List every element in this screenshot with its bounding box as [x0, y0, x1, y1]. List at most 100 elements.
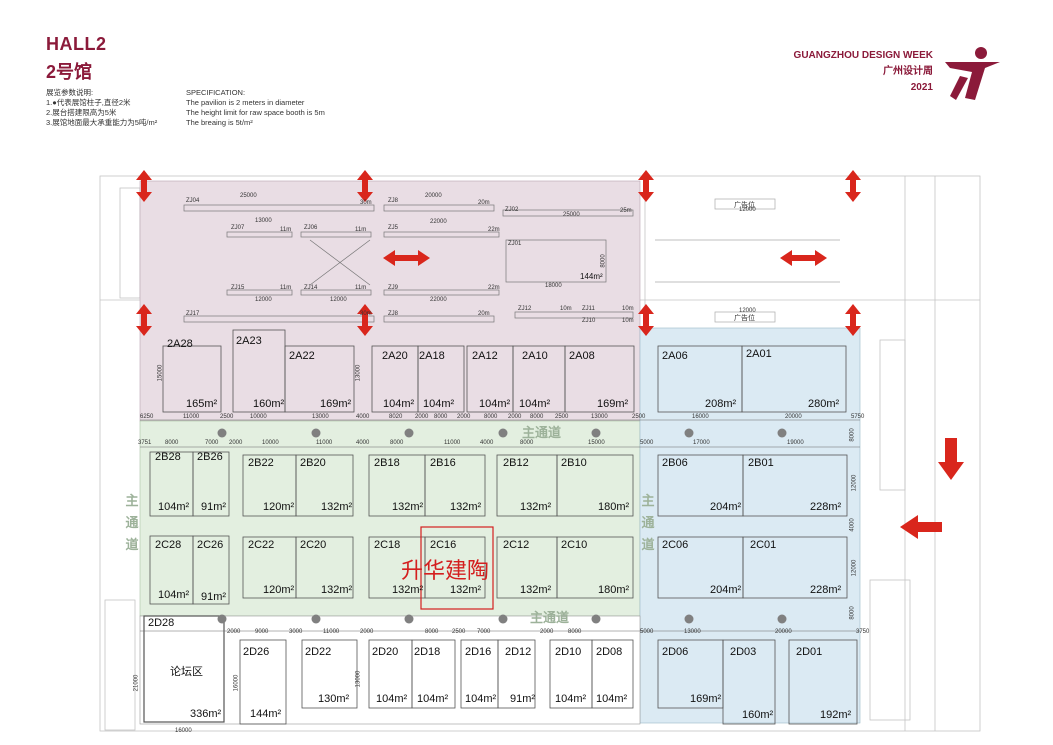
dim-label: 2000 [229, 440, 243, 446]
spec-cn-line1: 1.●代表展馆柱子,直径2米 [46, 98, 131, 107]
booth-id: 2D10 [555, 646, 582, 658]
dimension-lines [140, 419, 860, 632]
dim-label: 12000 [851, 474, 858, 492]
zj-label: ZJ8 [388, 311, 399, 317]
dim-label: 11000 [183, 414, 200, 420]
booth-area: 132m² [321, 584, 353, 596]
forum-area-label: 论坛区 [170, 666, 203, 678]
booth-id: 2D26 [243, 646, 270, 658]
dim-label: 5750 [851, 414, 865, 420]
dim-label: 3000 [289, 629, 303, 635]
main-aisle-center: 主通道 [641, 493, 655, 552]
dim-label: 12000 [330, 297, 347, 303]
booth-area: 104m² [479, 398, 511, 410]
booth-id: 2C22 [248, 539, 275, 551]
zj-label: ZJ8 [388, 198, 399, 204]
booth-area: 104m² [158, 501, 190, 513]
booth-id: 2C06 [662, 539, 689, 551]
zj-length: 30m [360, 200, 372, 206]
dim-label: 13000 [355, 670, 362, 688]
booth-area: 132m² [450, 584, 482, 596]
zj-label: ZJ10 [582, 318, 596, 324]
booth-area: 132m² [450, 501, 482, 513]
booth-id: 2C12 [503, 539, 530, 551]
booth-row-c [149, 535, 848, 605]
dim-label: 3751 [138, 440, 152, 446]
dim-label: 7000 [477, 629, 491, 635]
spec-en-line1: The pavilion is 2 meters in diameter [186, 98, 305, 107]
zj-length: 11m [280, 227, 292, 233]
dim-label: 5000 [640, 629, 654, 635]
booth-id: 2B28 [155, 451, 181, 463]
dim-label: 8000 [600, 254, 607, 268]
dim-label: 3750 [856, 629, 870, 635]
booth-id: 2C26 [197, 539, 224, 551]
booth-id: 2D12 [505, 646, 532, 658]
booth-area: 104m² [383, 398, 415, 410]
booth-id: 2C10 [561, 539, 588, 551]
arrow-icon [136, 170, 152, 202]
zone-d-left [139, 615, 641, 725]
dim-label: 16000 [692, 414, 709, 420]
pillars [217, 428, 787, 624]
brand-name-en: GUANGZHOU DESIGN WEEK [793, 50, 933, 61]
zj-length: 25m [620, 208, 632, 214]
booth-id: 2A12 [472, 350, 498, 362]
dim-label: 2500 [452, 629, 466, 635]
booth-area: 104m² [417, 693, 449, 705]
booth-area: 280m² [808, 398, 840, 410]
booth-area: 204m² [710, 584, 742, 596]
dim-label: 5000 [640, 440, 654, 446]
booth-area: 91m² [201, 501, 227, 513]
dim-label: 10000 [262, 440, 279, 446]
dim-label: 8000 [568, 629, 582, 635]
dim-label: 11000 [316, 440, 333, 446]
zone-a [139, 180, 641, 422]
booth-id: 2A10 [522, 350, 548, 362]
dim-label: 6250 [140, 414, 154, 420]
dim-label: 2000 [227, 629, 241, 635]
brand-year: 2021 [910, 82, 933, 93]
dim-label: 12000 [739, 207, 756, 213]
dim-label: 13000 [684, 629, 701, 635]
dim-label: 8000 [520, 440, 534, 446]
booth-area: 165m² [186, 398, 218, 410]
zj01-area: 144m² [580, 272, 603, 281]
zj-label: ZJ14 [304, 285, 318, 291]
booth-area: 144m² [250, 708, 282, 720]
dim-label: 25000 [563, 212, 580, 218]
zj-label: ZJ02 [505, 207, 519, 213]
arrow-icon [780, 250, 827, 266]
brand-block: GUANGZHOU DESIGN WEEK 广州设计周 2021 [794, 48, 933, 96]
booth-id: 2D01 [796, 646, 823, 658]
dim-label: 9000 [255, 629, 269, 635]
booth-id: 2A18 [419, 350, 445, 362]
dim-label: 8000 [530, 414, 544, 420]
booth-id: 2A01 [746, 348, 772, 360]
zj-label: ZJ01 [508, 241, 522, 247]
booth-area: 228m² [810, 584, 842, 596]
zj-length: 11m [355, 227, 367, 233]
dim-label: 8000 [849, 606, 856, 620]
booth-id: 2D16 [465, 646, 492, 658]
booth-id: 2D18 [414, 646, 441, 658]
arrow-icon [638, 170, 654, 202]
booth-area: 228m² [810, 501, 842, 513]
booth-id: 2A20 [382, 350, 408, 362]
booth-area: 132m² [392, 501, 424, 513]
booth-id: 2A08 [569, 350, 595, 362]
zj-label: ZJ06 [304, 225, 318, 231]
booth-area: 132m² [520, 501, 552, 513]
dim-label: 7000 [205, 440, 219, 446]
booth-id: 2B26 [197, 451, 223, 463]
booth-id: 2A06 [662, 350, 688, 362]
zj-length: 10m [622, 318, 634, 324]
booth-area: 104m² [596, 693, 628, 705]
dim-label: 2000 [360, 629, 374, 635]
booth-area: 160m² [742, 709, 774, 721]
booth-id: 2A23 [236, 335, 262, 347]
booth-id: 2A22 [289, 350, 315, 362]
dim-label: 19000 [787, 440, 804, 446]
brand-name-cn: 广州设计周 [883, 66, 933, 77]
